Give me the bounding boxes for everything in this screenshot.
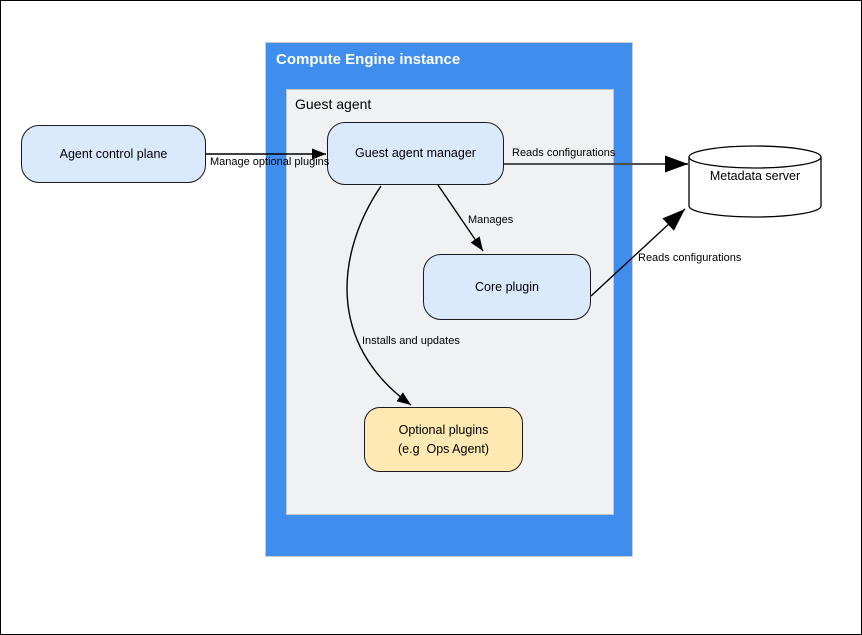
node-guest-agent-manager: Guest agent manager: [327, 122, 504, 185]
core-plugin-label: Core plugin: [475, 279, 539, 294]
optional-plugins-label-line2: (e.g Ops Agent): [397, 441, 490, 456]
edge-label-installs-and-updates: Installs and updates: [362, 335, 460, 347]
node-core-plugin: Core plugin: [423, 254, 591, 320]
guest-agent-manager-label: Guest agent manager: [355, 146, 476, 160]
metadata-server-label: Metadata server: [709, 169, 801, 183]
edge-label-manage-optional-plugins: Manage optional plugins: [210, 156, 330, 168]
edge-label-reads-configurations-manager: Reads configurations: [512, 147, 616, 159]
compute-engine-instance-title: Compute Engine instance: [276, 51, 461, 68]
node-agent-control-plane: Agent control plane: [21, 125, 206, 183]
agent-control-plane-label: Agent control plane: [59, 146, 168, 161]
optional-plugins-label-line1: Optional plugins: [398, 422, 489, 437]
node-optional-plugins: Optional plugins (e.g Ops Agent): [364, 407, 523, 472]
edge-label-reads-configurations-core: Reads configurations: [638, 252, 742, 264]
edge-label-manages: Manages: [468, 214, 514, 226]
guest-agent-title: Guest agent: [295, 96, 372, 112]
